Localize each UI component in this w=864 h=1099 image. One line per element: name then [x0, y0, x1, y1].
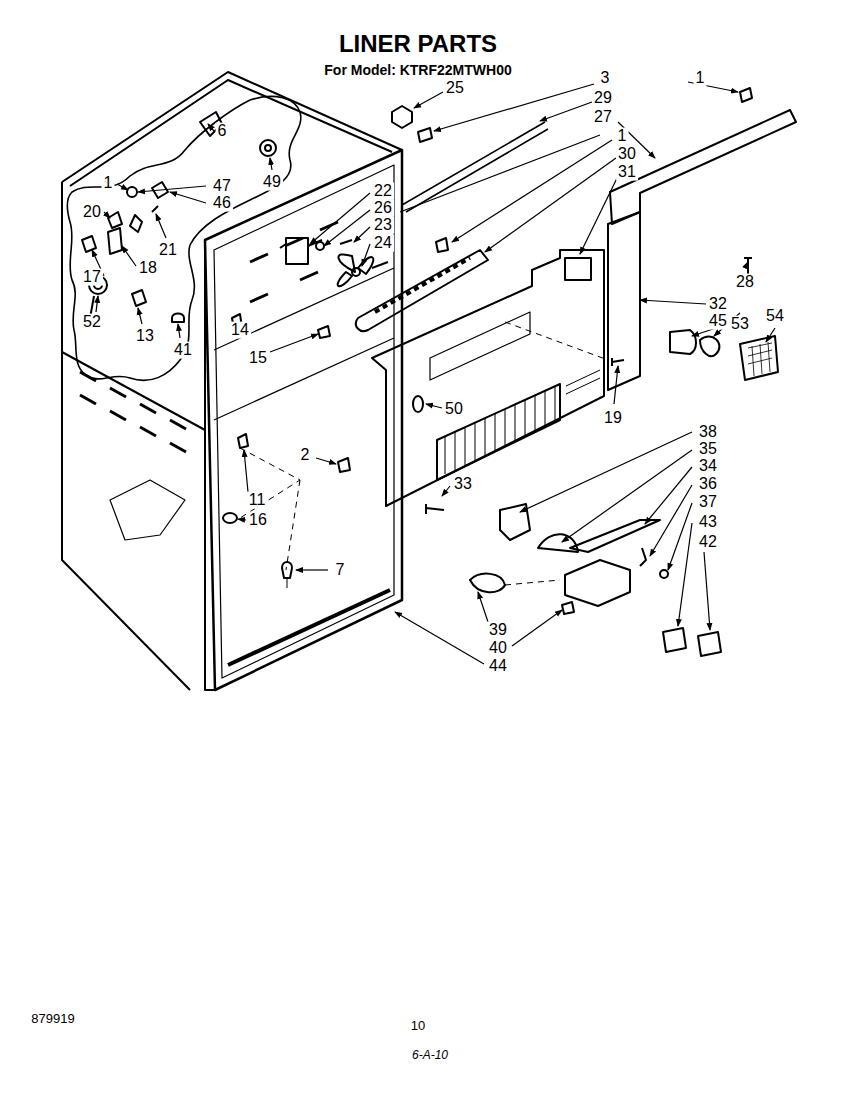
callout-number: 35 [697, 441, 719, 458]
callout-number: 43 [697, 514, 719, 531]
callout-number: 37 [697, 494, 719, 511]
callout-number: 2 [299, 447, 312, 464]
callout-number: 42 [697, 534, 719, 551]
drawing-number: 879919 [29, 1012, 76, 1026]
callout-number: 54 [764, 308, 786, 325]
callout-number: 47 [211, 178, 233, 195]
page-number: 10 [409, 1019, 427, 1033]
callout-number: 41 [172, 342, 194, 359]
callout-number: 7 [334, 562, 347, 579]
callout-number: 29 [592, 90, 614, 107]
callout-number: 18 [137, 260, 159, 277]
callout-number: 49 [261, 174, 283, 191]
callout-number: 23 [372, 217, 394, 234]
callout-number: 53 [729, 316, 751, 333]
callout-number: 34 [697, 458, 719, 475]
callout-number: 32 [707, 296, 729, 313]
callout-number: 39 [487, 622, 509, 639]
callout-number: 27 [592, 109, 614, 126]
callout-number: 19 [602, 410, 624, 427]
callout-number: 1 [616, 128, 629, 145]
handwritten-note: 6-A-10 [410, 1049, 450, 1062]
callout-number: 33 [452, 476, 474, 493]
callout-number: 28 [734, 274, 756, 291]
callout-number: 24 [372, 235, 394, 252]
callout-number: 22 [372, 183, 394, 200]
callout-number: 1 [694, 70, 707, 87]
callout-number: 40 [487, 640, 509, 657]
model-caption: For Model: KTRF22MTWH00 [322, 63, 513, 78]
callout-number: 45 [707, 313, 729, 330]
callout-number: 17 [81, 269, 103, 286]
callout-number: 11 [247, 492, 268, 509]
callout-number: 52 [81, 314, 103, 331]
callout-number: 50 [443, 401, 465, 418]
callout-number: 1 [102, 175, 115, 192]
callout-number: 16 [247, 512, 269, 529]
callout-number: 38 [697, 424, 719, 441]
callout-number: 20 [81, 204, 103, 221]
callout-number: 15 [247, 350, 269, 367]
callout-number: 44 [487, 658, 509, 675]
callout-number: 25 [444, 80, 466, 97]
callout-number: 46 [211, 195, 233, 212]
diagram-title: LINER PARTS [339, 30, 497, 58]
callout-number: 30 [616, 146, 638, 163]
callout-number: 3 [599, 70, 612, 87]
callout-number: 36 [697, 476, 719, 493]
callout-number: 13 [134, 328, 156, 345]
callout-number: 6 [216, 123, 229, 140]
callout-number: 26 [372, 200, 394, 217]
callout-number: 31 [616, 164, 638, 181]
callout-number: 21 [157, 242, 179, 259]
callout-number: 14 [229, 322, 251, 339]
